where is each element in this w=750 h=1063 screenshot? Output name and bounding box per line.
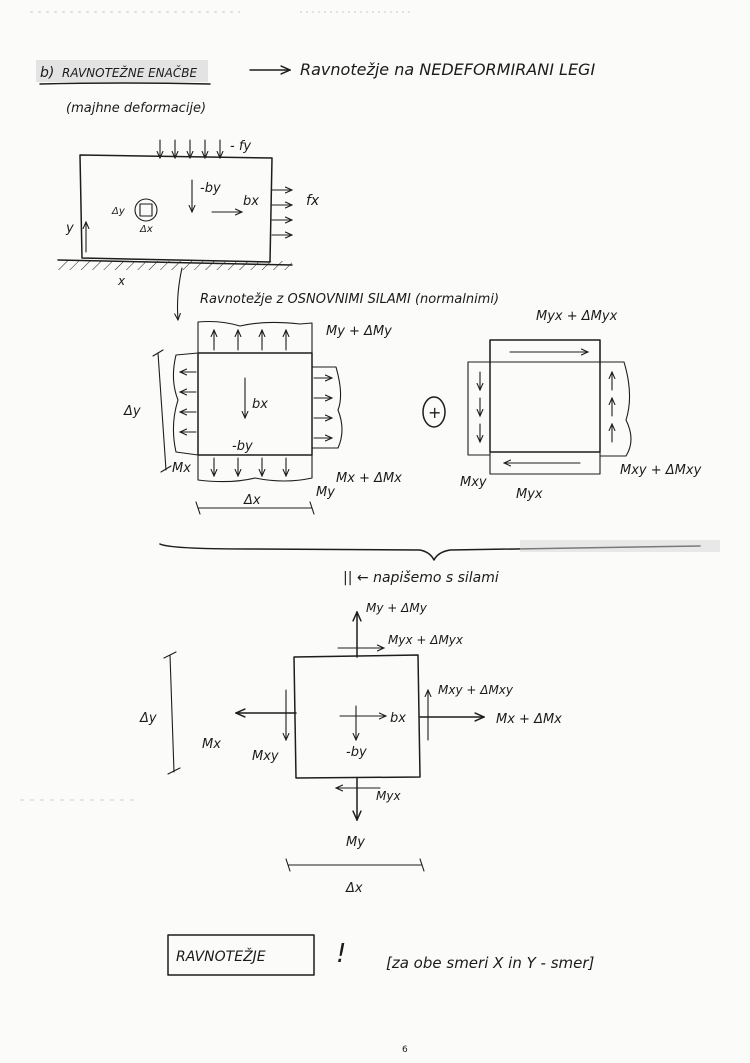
d2-mx-plus-label: Mx + ΔMx — [336, 471, 402, 486]
d1-y-label: y — [65, 221, 74, 236]
d4-mx-plus-label: Mx + ΔMx — [496, 712, 562, 727]
d1-fy-label: - fy — [230, 139, 251, 154]
d2-my-label: My — [316, 485, 335, 500]
boxed-label-frame — [167, 934, 315, 976]
footer: RAVNOTEŽJE ! [za obe smeri X in Y - smer… — [167, 934, 595, 976]
d3-mxy-label: Mxy — [460, 475, 487, 490]
d4-dx-label: Δx — [345, 881, 363, 896]
boxed-label: RAVNOTEŽJE — [176, 947, 266, 965]
element4-outline — [293, 654, 421, 779]
d4-mx-label: Mx — [202, 737, 221, 752]
heading-marker: b) — [40, 65, 54, 81]
plus-symbol: + — [422, 396, 446, 428]
d4-mxy-label: Mxy — [252, 749, 279, 764]
svg-text:+: + — [428, 403, 441, 422]
d4-mxy-plus-label: Mxy + ΔMxy — [438, 683, 514, 697]
d4-my-plus-label: My + ΔMy — [366, 601, 428, 615]
d1-dy-label: Δy — [111, 206, 126, 217]
element3-outline — [489, 339, 601, 453]
d4-dy-label: Δy — [139, 711, 157, 726]
d1-bx-label: bx — [243, 194, 259, 209]
d4-myx-label: Myx — [376, 789, 401, 803]
d3-mxy-plus-label: Mxy + ΔMxy — [620, 463, 702, 478]
d4-by-label: -by — [346, 745, 367, 760]
d4-my-label: My — [346, 835, 365, 850]
heading-title: RAVNOTEŽNE ENAČBE — [62, 65, 197, 80]
heading-arrow-text: Ravnotežje na NEDEFORMIRANI LEGI — [300, 60, 595, 79]
d3-top-label: Myx + ΔMyx — [536, 309, 618, 324]
d2-dy-label: Δy — [123, 404, 141, 419]
diagram-twisting-moments: Myx + ΔMyx Mxy Mxy + ΔMxy Myx — [460, 309, 702, 502]
diagram-normal-moments: My + ΔMy bx -by Δy Δx Mx Mx + ΔMx — [123, 320, 402, 515]
combine-text: || ← napišemo s silami — [343, 570, 499, 586]
d2-bx-label: bx — [252, 397, 268, 412]
d2-dx-label: Δx — [243, 493, 261, 508]
d2-top-label: My + ΔMy — [326, 324, 392, 339]
d1-by-label: -by — [200, 181, 221, 196]
page-number: 6 — [402, 1045, 408, 1055]
exclamation-mark: ! — [336, 939, 346, 969]
diagram-plate-support: - fy -by bx fx Δy Δx y x — [57, 139, 320, 320]
ground-hatch — [58, 261, 292, 270]
d2-mx-label: Mx — [172, 461, 191, 476]
caption-forces: Ravnotežje z OSNOVNIMI SILAMI (normalnim… — [200, 292, 499, 307]
heading: b) RAVNOTEŽNE ENAČBE Ravnotežje na NEDEF… — [36, 60, 595, 116]
heading-highlight — [36, 60, 208, 82]
d1-x-label: x — [117, 274, 126, 288]
d4-bx-label: bx — [390, 711, 406, 726]
element-circle — [134, 198, 158, 222]
d4-myx-plus-label: Myx + ΔMyx — [388, 633, 464, 647]
curly-brace — [159, 543, 701, 561]
d1-fx-label: fx — [306, 193, 320, 209]
d3-myx-label: Myx — [516, 487, 543, 502]
footer-note: [za obe smeri X in Y - smer] — [386, 954, 595, 972]
heading-subtitle: (majhne deformacije) — [66, 101, 206, 116]
d1-dx-label: Δx — [139, 224, 153, 235]
diagram-element-forces: My + ΔMy Myx + ΔMyx Mx + ΔMx Mxy + ΔMxy … — [139, 601, 562, 896]
scan-noise — [520, 540, 720, 552]
d2-by-label: -by — [232, 439, 253, 454]
element-square — [139, 203, 153, 217]
